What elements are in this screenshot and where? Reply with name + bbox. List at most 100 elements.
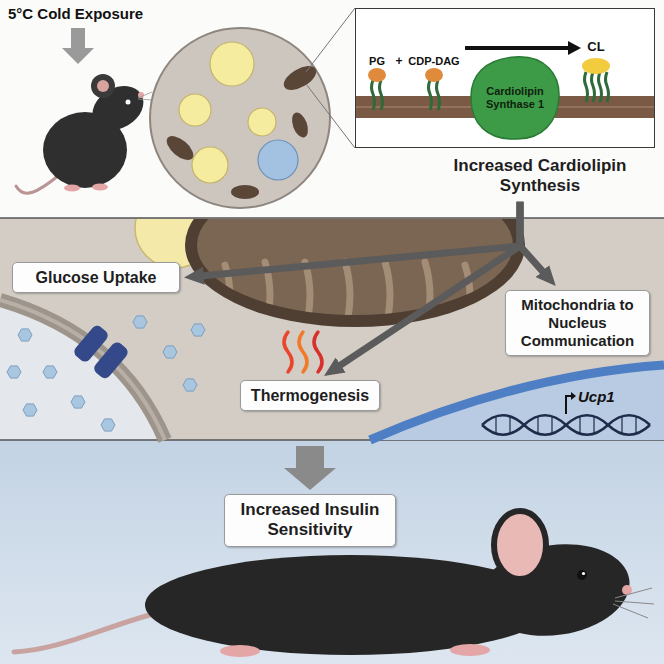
mitochondrion-large	[465, 265, 470, 330]
glucose-molecule	[133, 316, 147, 328]
adipocyte	[258, 140, 298, 180]
nucleus	[370, 365, 664, 440]
panel-heading-holder: 5°C Cold Exposure	[8, 5, 143, 23]
lipid-cdp-dag	[429, 80, 432, 110]
mouse-small	[97, 80, 109, 92]
panel-heading: 5°C Cold Exposure	[8, 5, 143, 22]
mitochondrion-large	[265, 262, 270, 330]
lipid-pg	[380, 80, 383, 110]
mouse-small	[64, 185, 80, 192]
lipid-pg	[368, 68, 386, 110]
lipid-label-holder: CDP-DAG	[408, 51, 459, 69]
mouse-large	[577, 570, 587, 580]
adipocyte	[150, 28, 330, 208]
glucose-molecule	[183, 379, 197, 391]
lipid-label-holder: PG	[369, 51, 385, 69]
dna-helix	[482, 415, 650, 435]
lipid-cl	[606, 72, 609, 102]
adipocyte	[192, 147, 228, 183]
mouse-small	[92, 184, 108, 191]
dna-helix	[495, 416, 496, 434]
glucose-molecule	[163, 346, 177, 358]
mouse-large	[615, 588, 652, 598]
glucose-molecule	[18, 329, 32, 341]
adipocyte	[179, 94, 211, 126]
node-text: Mitochondria to Nucleus Communication	[514, 296, 641, 350]
result-arrow	[284, 446, 336, 490]
zoom-line	[306, 8, 355, 72]
process-box: Mitochondria to Nucleus Communication	[505, 290, 650, 356]
gene-arrow	[566, 392, 576, 414]
lipid-cl	[592, 72, 595, 102]
cell-membrane	[0, 300, 165, 440]
cold-arrow	[62, 28, 94, 64]
mouse-large	[582, 572, 585, 575]
mitochondrion-large	[305, 262, 310, 330]
glucose-transporter	[72, 323, 130, 380]
top-panel	[0, 0, 664, 218]
outcome-box: Increased Insulin Sensitivity	[224, 494, 396, 547]
dna-helix	[482, 415, 650, 435]
node-text: Glucose Uptake	[21, 268, 171, 287]
gene-name: Ucp1	[578, 388, 615, 405]
plus-sign-holder: +	[395, 51, 402, 69]
lipid-cl	[582, 58, 610, 102]
enzyme-blob: Cardiolipin Synthase 1	[469, 55, 561, 141]
heat-waves	[314, 332, 322, 372]
mouse-large	[450, 644, 490, 656]
lipid-cdp-dag	[425, 68, 443, 82]
node-text: Increased Cardiolipin Synthesis	[440, 156, 640, 197]
dna-helix	[537, 416, 538, 434]
dna-helix	[482, 415, 650, 435]
mouse-small	[91, 74, 115, 98]
mitochondrion-large	[425, 262, 430, 330]
lipid-cdp-dag	[425, 68, 443, 110]
glucose-molecule	[23, 404, 37, 416]
process-box: Thermogenesis	[240, 380, 380, 411]
middle-panel	[0, 300, 165, 440]
mouse-large	[14, 612, 160, 652]
node-text: Thermogenesis	[249, 386, 371, 405]
mouse-small	[126, 100, 131, 105]
dna-helix	[509, 416, 510, 434]
gene-name-holder: Ucp1	[578, 388, 615, 406]
heat-waves	[284, 332, 292, 372]
adipocyte	[231, 185, 259, 199]
zoom-line	[306, 84, 355, 148]
lipid-label-holder: CL	[587, 37, 604, 55]
cell-membrane	[0, 300, 165, 440]
mouse-small	[16, 176, 58, 193]
lipid-label: PG	[369, 55, 385, 67]
cell-membrane	[0, 300, 165, 440]
glucose-molecule	[7, 366, 21, 378]
lipid-pg	[372, 80, 375, 110]
flow-arrow	[520, 202, 548, 277]
mitochondrion-large	[345, 262, 350, 330]
cold-arrow	[62, 28, 94, 64]
heat-waves	[284, 332, 322, 372]
bottom-panel	[0, 440, 664, 664]
panel-divider	[0, 217, 664, 219]
reaction-arrow	[568, 41, 581, 55]
flow-arrow	[334, 202, 520, 370]
dna-helix	[621, 416, 622, 434]
glucose-molecule	[191, 324, 205, 336]
inset-panel: Cardiolipin Synthase 1 Increased Cardioli…	[355, 8, 655, 197]
plus-sign: +	[395, 54, 402, 68]
mitochondrion-large	[225, 262, 509, 330]
enzyme-shape	[471, 57, 559, 139]
node-text: Increased Insulin Sensitivity	[233, 500, 387, 541]
lipid-label: CDP-DAG	[408, 55, 459, 67]
bottom-panel	[0, 440, 664, 664]
adipocyte	[163, 132, 198, 165]
node-text: Cardiolipin Synthase 1	[477, 85, 553, 111]
glucose-molecule	[101, 419, 115, 431]
lipid-cdp-dag	[437, 80, 440, 110]
inset-membrane	[355, 8, 655, 148]
flow-arrow	[196, 202, 520, 277]
lipid-cl	[599, 72, 602, 102]
inset-membrane	[355, 8, 655, 148]
zoom-line	[306, 8, 355, 148]
